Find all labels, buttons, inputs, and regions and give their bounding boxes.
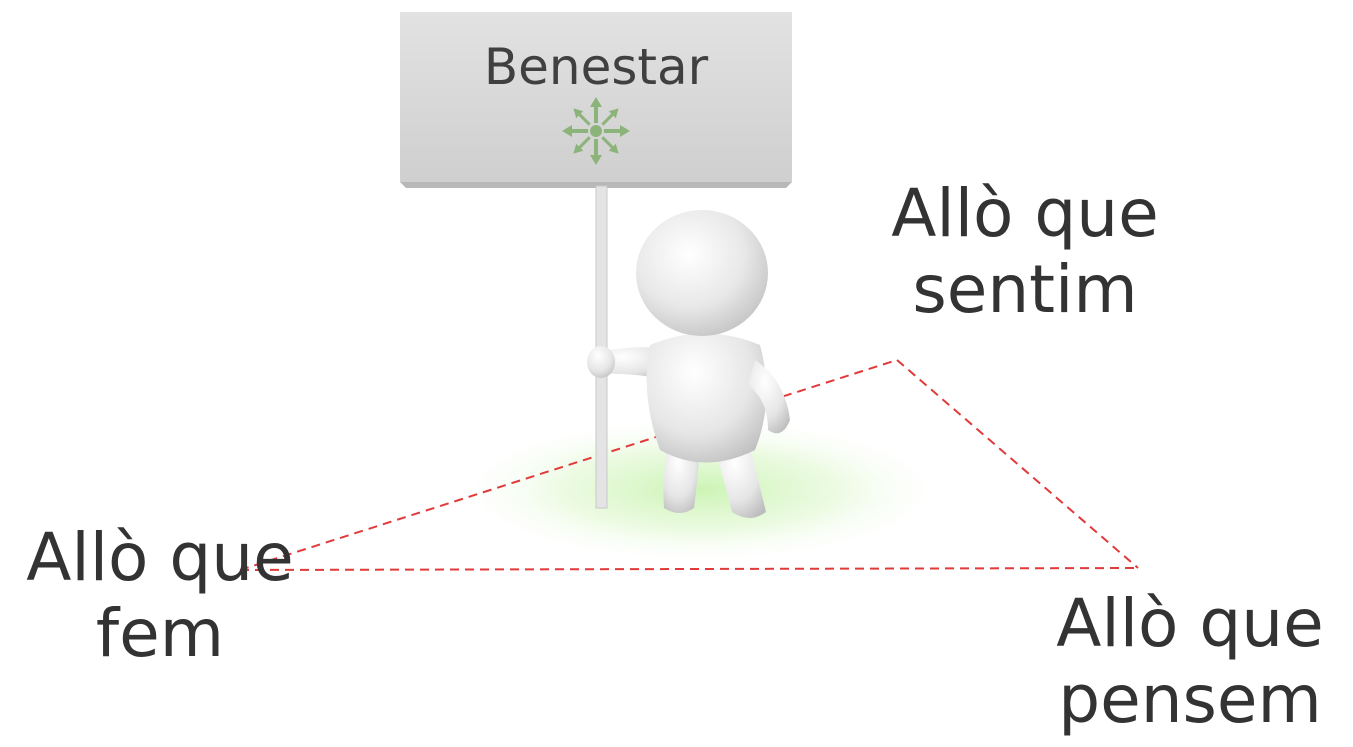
label-pensem: Allò que pensem [1030, 586, 1350, 738]
label-pensem-line2: pensem [1058, 661, 1322, 738]
edge-fem-pensem [239, 567, 1139, 571]
arrows-out-icon [562, 97, 630, 165]
ground-glow [450, 415, 950, 565]
label-fem: Allò que fem [0, 520, 320, 672]
label-sentim-line1: Allò que [891, 175, 1159, 252]
label-sentim-line2: sentim [912, 251, 1138, 328]
sign-title: Benestar [483, 38, 709, 96]
label-sentim: Allò que sentim [860, 176, 1190, 328]
label-pensem-line1: Allò que [1056, 585, 1324, 662]
label-fem-line1: Allò que [26, 519, 294, 596]
label-fem-line2: fem [95, 595, 225, 672]
edge-fem-sentim [239, 359, 898, 571]
dashed-triangle [239, 359, 1139, 571]
edge-sentim-pensem [896, 359, 1139, 569]
person-figure [587, 210, 790, 518]
